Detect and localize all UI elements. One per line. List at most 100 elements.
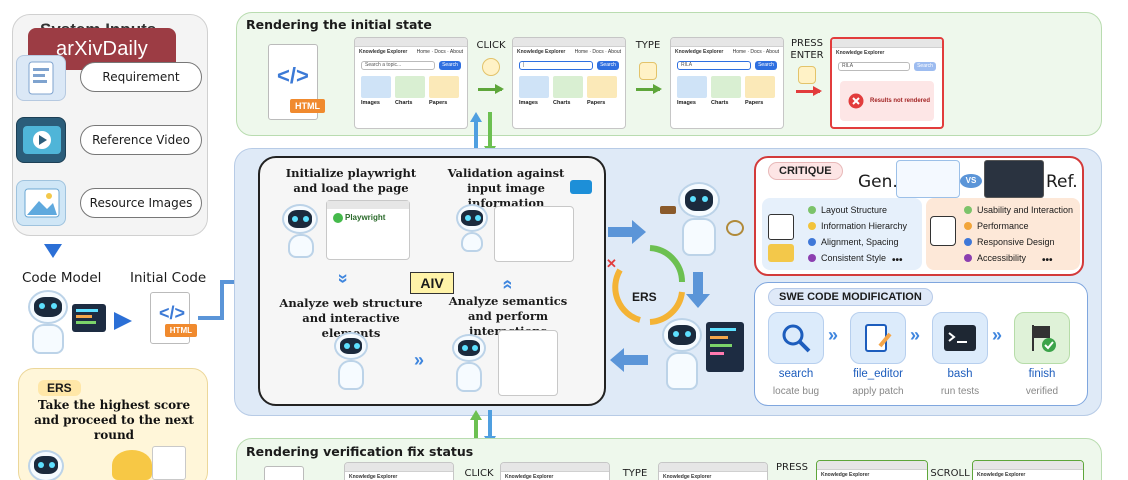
images-tile[interactable] — [361, 76, 391, 98]
aiv-structure-text: Analyze web structure and interactive el… — [279, 296, 423, 340]
requirement-input[interactable]: Requirement — [80, 62, 202, 92]
cursor-click-icon — [482, 58, 500, 76]
left-arrow-icon — [610, 348, 648, 372]
layout-grid-icon — [768, 214, 794, 240]
search-input[interactable]: RILA — [838, 62, 910, 71]
site-title: Knowledge Explorer — [349, 474, 398, 480]
step-arrow — [636, 84, 662, 94]
step-press-enter: PRESS ENTER — [790, 38, 824, 61]
reject-icon: ✕ — [606, 256, 617, 271]
right-arrow-icon — [114, 312, 132, 330]
browser-error: Knowledge Explorer RILA Search Results n… — [830, 37, 944, 129]
edit-file-icon — [865, 324, 892, 352]
playwright-logo-icon — [333, 213, 343, 223]
critique-item: Performance — [964, 218, 1073, 234]
coder-robot — [654, 316, 750, 400]
aiv-init-text: Initialize playwright and load the page — [285, 166, 417, 195]
code-model-label: Code Model — [22, 270, 102, 286]
aiv-label: AIV — [410, 272, 454, 294]
error-icon — [848, 93, 864, 109]
search-tool[interactable] — [768, 312, 824, 364]
judge-robot — [660, 180, 750, 264]
top-panel-title: Rendering the initial state — [246, 17, 432, 32]
html-tag: HTML — [290, 99, 325, 113]
bottom-html-file — [264, 466, 304, 480]
tile-label: Papers — [429, 100, 448, 106]
bullet-dot-icon — [964, 254, 972, 262]
site-title: Knowledge Explorer — [505, 474, 554, 480]
down-arrow-icon — [44, 244, 62, 258]
file-editor-tool-desc: apply patch — [852, 386, 904, 397]
critique-item-label: Consistent Style — [821, 253, 887, 263]
site-title: Knowledge Explorer — [663, 474, 712, 480]
finish-tool-desc: verified — [1025, 386, 1059, 397]
swe-tag: SWE CODE MODIFICATION — [768, 288, 933, 306]
search-button[interactable]: Search — [597, 61, 619, 70]
search-icon — [782, 324, 811, 353]
charts-tile[interactable] — [395, 76, 425, 98]
images-tile[interactable] — [677, 76, 707, 98]
papers-tile[interactable] — [429, 76, 459, 98]
terminal-icon — [944, 325, 976, 351]
ers-summary-tag: ERS — [38, 380, 81, 396]
ers-robot — [24, 446, 94, 480]
search-button[interactable]: Search — [755, 61, 777, 70]
bash-tool-name: bash — [947, 368, 973, 380]
charts-tile[interactable] — [711, 76, 741, 98]
papers-tile[interactable] — [745, 76, 775, 98]
search-input[interactable]: RILA — [677, 61, 751, 70]
site-nav: Home · Docs · About — [732, 49, 779, 55]
vs-badge: VS — [960, 174, 982, 188]
step-arrow — [478, 84, 504, 94]
code-model-robot — [20, 290, 110, 360]
playwright-label: Playwright — [345, 213, 386, 222]
validation-window — [494, 206, 574, 262]
critique-item-label: Performance — [977, 221, 1029, 231]
critique-item: Consistent Style — [808, 250, 907, 266]
play-video-icon — [23, 126, 61, 154]
search-button[interactable]: Search — [914, 62, 936, 71]
chevron-right-icon: » — [910, 325, 921, 345]
site-title: Knowledge Explorer — [821, 472, 870, 478]
docker-icon — [570, 180, 592, 194]
images-tile[interactable] — [519, 76, 549, 98]
chevron-right-icon: » — [414, 350, 425, 370]
initial-code-file: </> HTML — [150, 292, 197, 344]
bash-tool[interactable] — [932, 312, 988, 364]
html-tag: HTML — [164, 324, 197, 337]
chevron-down-icon: » — [333, 273, 354, 284]
charts-tile[interactable] — [553, 76, 583, 98]
bullet-dot-icon — [808, 222, 816, 230]
finish-tool[interactable] — [1014, 312, 1070, 364]
search-tool-name: search — [778, 368, 814, 380]
search-button[interactable]: Search — [439, 61, 461, 70]
critique-item: Accessibility — [964, 250, 1073, 266]
browser-fix-5: Knowledge Explorer — [972, 460, 1084, 480]
code-brackets-icon: </> — [159, 303, 186, 323]
step-click: CLICK — [476, 40, 506, 51]
playwright-window: Playwright — [326, 200, 410, 260]
resource-images-input[interactable]: Resource Images — [80, 188, 202, 218]
search-input[interactable]: | — [519, 61, 593, 70]
file-editor-tool[interactable] — [850, 312, 906, 364]
error-message: Results not rendered — [870, 98, 931, 104]
trophy-icon — [112, 450, 152, 480]
tile-label: Charts — [711, 100, 729, 106]
code-brackets-icon: </> — [277, 63, 309, 88]
tile-label: Images — [519, 100, 538, 106]
right-arrow-icon — [608, 220, 646, 244]
tile-label: Papers — [745, 100, 764, 106]
search-input[interactable]: Search a topic... — [361, 61, 435, 70]
reference-video-input[interactable]: Reference Video — [80, 125, 202, 155]
step-click: CLICK — [464, 468, 494, 479]
enter-key-icon — [798, 66, 816, 84]
score-card-icon — [152, 446, 186, 480]
gen-preview — [896, 160, 960, 198]
ers-loop-icon — [612, 245, 686, 325]
papers-tile[interactable] — [587, 76, 617, 98]
bullet-dot-icon — [808, 238, 816, 246]
